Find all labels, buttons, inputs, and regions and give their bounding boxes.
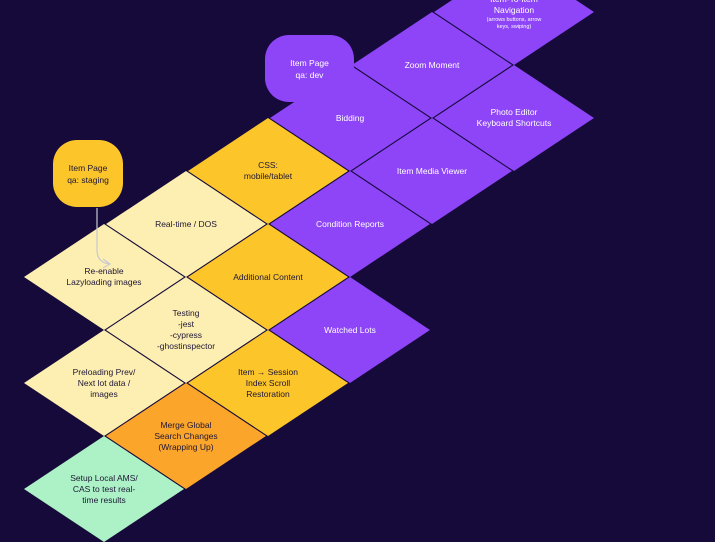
- tile-title: Preloading Prev/ Next lot data / images: [72, 366, 136, 399]
- tile-title: Testing -jest -cypress -ghostinspector: [156, 308, 216, 351]
- tile-label-merge-global-search: Merge Global Search Changes (Wrapping Up…: [136, 406, 236, 466]
- tile-label-re-enable-lazyloading: Re-enable Lazyloading images: [54, 247, 154, 307]
- tile-label-preloading-prev-next: Preloading Prev/ Next lot data / images: [54, 353, 154, 413]
- connector-arrow: [96, 208, 112, 269]
- tag-line2: qa: dev: [295, 69, 324, 80]
- tile-label-item-session-scroll: Item → Session Index Scroll Restoration: [218, 353, 318, 413]
- tile-title: Item-To-Item Navigation: [490, 0, 538, 15]
- tile-label-item-to-item-navigation: Item-To-Item Navigation(arrows buttons, …: [464, 0, 564, 42]
- tile-title: Zoom Moment: [404, 59, 460, 70]
- tile-title: Additional Content: [233, 271, 303, 282]
- tile-label-photo-editor-shortcuts: Photo Editor Keyboard Shortcuts: [464, 88, 564, 148]
- tile-title: Condition Reports: [315, 218, 385, 229]
- tile-label-zoom-moment: Zoom Moment: [382, 35, 482, 95]
- tile-title: CSS: mobile/tablet: [243, 160, 293, 181]
- tile-title: Merge Global Search Changes (Wrapping Up…: [154, 419, 218, 452]
- tile-title: Bidding: [335, 112, 365, 123]
- tag-line1: Item Page: [290, 57, 329, 68]
- tile-title: Real-time / DOS: [155, 218, 217, 229]
- tile-title: Re-enable Lazyloading images: [66, 266, 142, 287]
- tile-label-condition-reports: Condition Reports: [300, 194, 400, 254]
- tile-label-testing: Testing -jest -cypress -ghostinspector: [136, 300, 236, 360]
- tag-line2: qa: staging: [67, 174, 109, 185]
- tile-label-real-time-dos: Real-time / DOS: [136, 194, 236, 254]
- tile-title: Watched Lots: [324, 324, 376, 335]
- tile-subtitle: (arrows buttons, arrow keys, swiping): [486, 16, 542, 30]
- tile-label-watched-lots: Watched Lots: [300, 300, 400, 360]
- tile-title: Photo Editor Keyboard Shortcuts: [476, 107, 552, 128]
- tile-label-bidding: Bidding: [300, 88, 400, 148]
- tag-line1: Item Page: [68, 162, 108, 173]
- tile-title: Item → Session Index Scroll Restoration: [238, 366, 298, 399]
- tile-label-item-media-viewer: Item Media Viewer: [382, 141, 482, 201]
- tile-title: Item Media Viewer: [396, 165, 468, 176]
- tile-label-css-mobile-tablet: CSS: mobile/tablet: [218, 141, 318, 201]
- tile-label-additional-content: Additional Content: [218, 247, 318, 307]
